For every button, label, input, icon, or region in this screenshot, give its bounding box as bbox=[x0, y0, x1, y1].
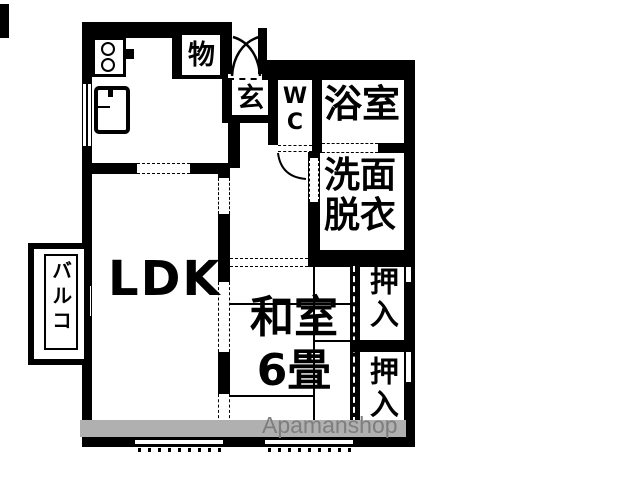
right-wall-window-upper bbox=[406, 266, 411, 282]
wc-line1: W bbox=[282, 84, 308, 109]
wc-line2: C bbox=[286, 109, 304, 135]
wall-left-outer bbox=[82, 22, 92, 437]
wall-genkan-wc-divider bbox=[268, 79, 278, 145]
stove-burner-top bbox=[101, 42, 115, 56]
wall-entry-right-jamb bbox=[258, 28, 267, 78]
washitsu-window-ticks bbox=[268, 448, 352, 452]
entrance-label: 玄 bbox=[237, 83, 264, 114]
tatami-line-h2 bbox=[313, 340, 350, 342]
washitsu-fusuma-opening bbox=[230, 258, 308, 267]
watermark-band bbox=[80, 420, 406, 437]
watermark-text: Apamanshop bbox=[262, 412, 398, 438]
washroom-line1: 洗面 bbox=[323, 155, 396, 196]
washroom-label: 洗面脱衣 bbox=[316, 155, 404, 237]
storage-room-area bbox=[182, 35, 220, 75]
tatami-line-h3 bbox=[230, 395, 315, 397]
sink-faucet-arm bbox=[98, 106, 110, 108]
ldk-window-bottom bbox=[135, 440, 223, 444]
closet-upper-label: 押入 bbox=[365, 266, 400, 332]
wall-closet-divider bbox=[350, 340, 404, 352]
sink-faucet bbox=[108, 88, 113, 97]
tatami-line-h1 bbox=[230, 303, 350, 305]
closet-lower-label: 押入 bbox=[365, 356, 400, 422]
storage-label: 物 bbox=[188, 40, 215, 71]
scan-artifact-bar bbox=[0, 4, 9, 38]
wall-wc-bath-divider bbox=[312, 60, 322, 152]
wc-door-arc bbox=[277, 152, 307, 180]
wall-hall-upper-left bbox=[228, 123, 240, 168]
wall-washroom-bottom bbox=[308, 250, 415, 267]
stove-burner-bottom bbox=[101, 58, 115, 72]
wall-bottom-outer bbox=[82, 437, 415, 447]
entry-threshold bbox=[228, 74, 268, 80]
washroom-door-opening bbox=[309, 158, 319, 202]
washitsu-window-bottom bbox=[265, 440, 353, 444]
wall-genkan-left bbox=[222, 79, 232, 123]
balcony-label: バルコ bbox=[48, 260, 73, 335]
entry-door-arc-left bbox=[230, 35, 260, 77]
right-wall-window-lower bbox=[406, 352, 411, 382]
ldk-label: LDK bbox=[108, 251, 222, 307]
kitchen-ldk-opening bbox=[137, 163, 190, 174]
hall-ldk-door-opening bbox=[218, 178, 230, 214]
kitchen-window-glass-line bbox=[86, 84, 88, 146]
wall-top-right bbox=[262, 60, 414, 80]
washroom-line2: 脱衣 bbox=[323, 195, 396, 237]
stove-knob bbox=[126, 49, 134, 59]
bath-door-opening bbox=[322, 143, 378, 153]
ldk-washitsu-sliding-opening-upper bbox=[218, 282, 230, 352]
genkan-step-edge bbox=[222, 115, 268, 123]
entry-door-arc-right bbox=[232, 35, 262, 77]
wc-door-threshold bbox=[278, 145, 312, 152]
bath-label: 浴室 bbox=[323, 82, 400, 126]
balcony-label-box bbox=[44, 254, 78, 350]
washitsu-name: 和室 bbox=[250, 292, 338, 343]
ldk-window-ticks bbox=[138, 448, 222, 452]
tatami-line-v1 bbox=[313, 267, 315, 437]
washitsu-size: 6畳 bbox=[256, 344, 332, 396]
